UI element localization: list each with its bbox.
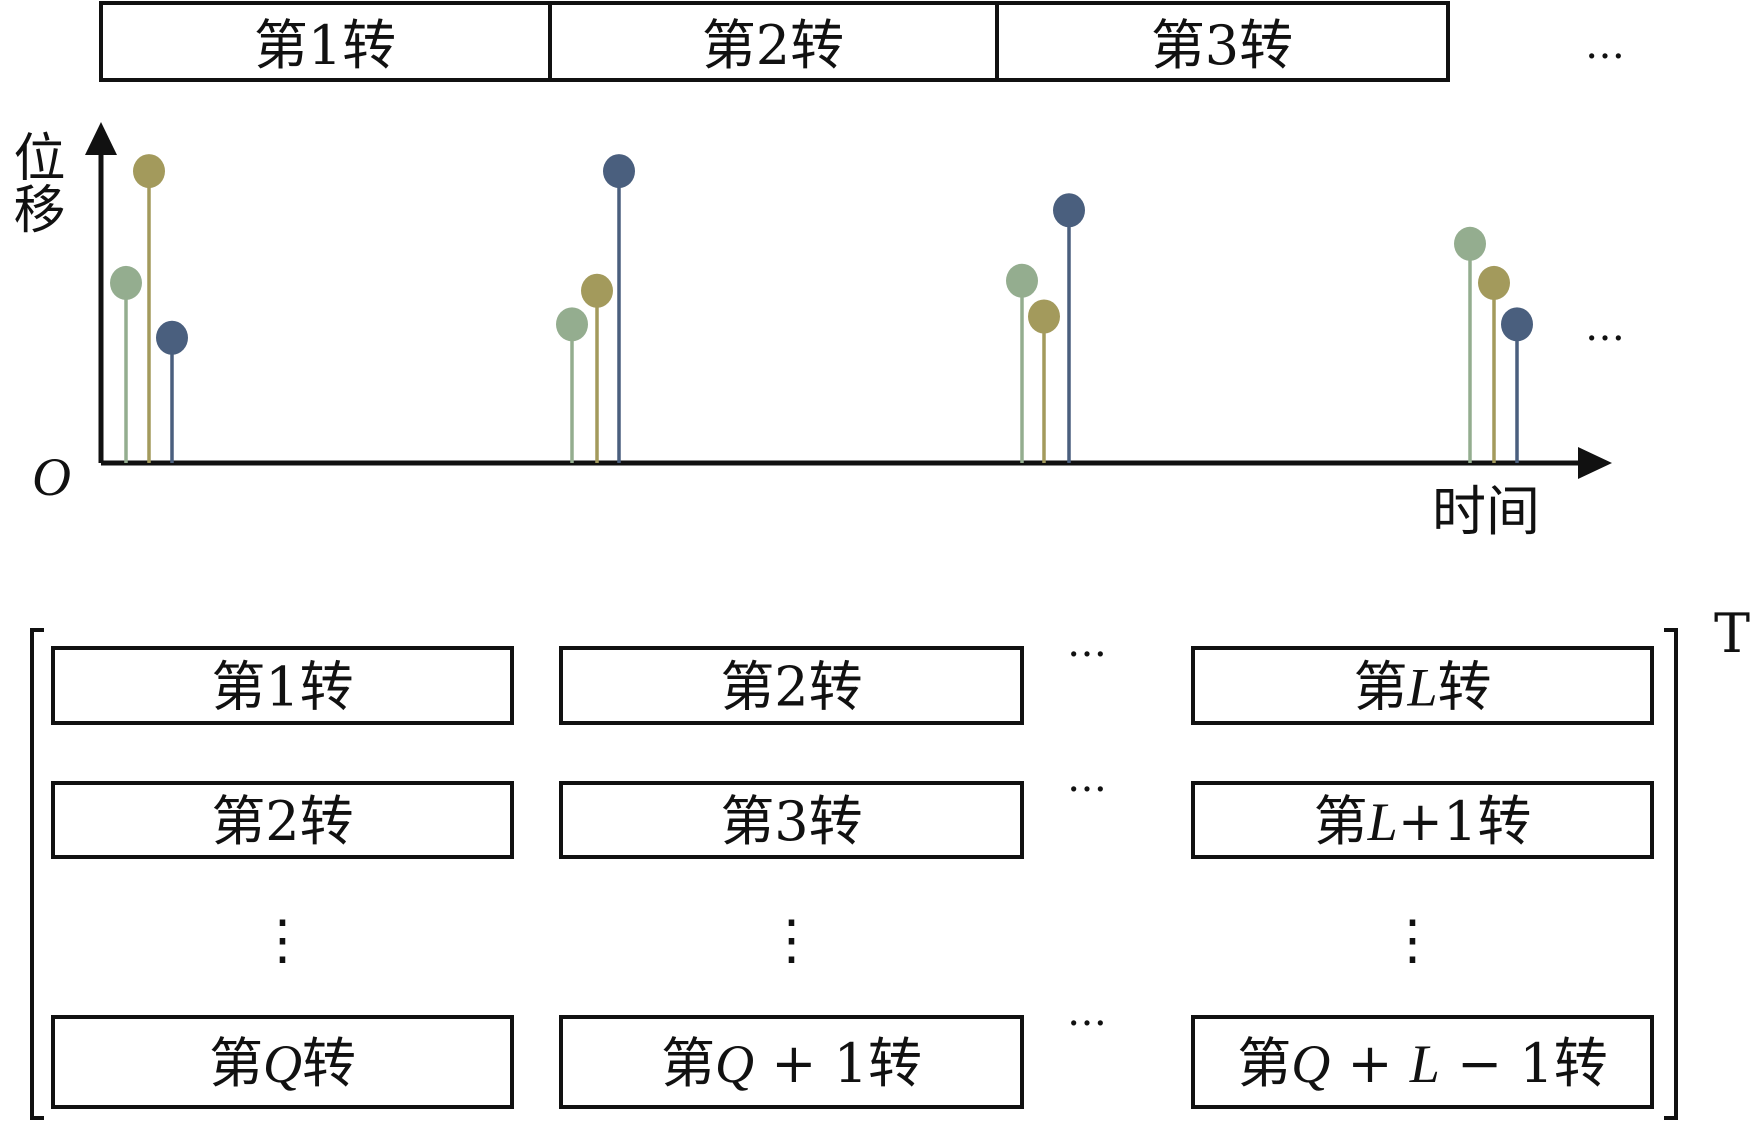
stem-marker	[1454, 226, 1486, 261]
matrix-cell-label: 第L转	[1353, 656, 1491, 719]
top-ellipsis: …	[1585, 22, 1625, 68]
matrix-cell-label: 第2转	[211, 790, 353, 853]
matrix-cell	[51, 646, 514, 725]
column-ellipsis: ⋮	[256, 908, 310, 971]
matrix-cell-label: 第3转	[720, 790, 862, 853]
matrix-cell-label: 第1转	[211, 656, 353, 719]
origin-label: O	[32, 447, 71, 507]
matrix-cell-label: 第Q + L − 1转	[1237, 1032, 1608, 1095]
top-strip-frame	[99, 1, 1450, 82]
matrix-cell	[1191, 646, 1654, 725]
matrix-cell-label: 第2转	[720, 656, 862, 719]
x-axis-label: 时间	[1432, 480, 1540, 543]
matrix-cell	[1191, 1015, 1654, 1109]
matrix-cell	[1191, 781, 1654, 859]
row-ellipsis: …	[1067, 620, 1107, 666]
stems	[110, 154, 1533, 463]
matrix-cell	[51, 1015, 514, 1109]
matrix-cell-label: 第Q + 1转	[661, 1032, 922, 1095]
top-revolution-label: 第2转	[702, 14, 844, 77]
right-bracket	[1664, 628, 1678, 1120]
y-axis-label: 位移	[4, 130, 64, 234]
y-axis-arrow-icon	[85, 122, 117, 155]
left-bracket	[30, 628, 44, 1120]
top-revolution-strip: 第1转 第2转 第3转 …	[99, 1, 1625, 82]
top-revolution-label: 第1转	[254, 14, 396, 77]
chart-ellipsis: …	[1585, 304, 1625, 350]
column-ellipsis: ⋮	[765, 908, 819, 971]
matrix-cell	[51, 781, 514, 859]
matrix-cell	[559, 646, 1024, 725]
stem-chart: 位移 O 时间 …	[4, 122, 1625, 543]
stem-marker	[556, 307, 588, 342]
top-revolution-label: 第3转	[1151, 14, 1293, 77]
matrix-cell-label: 第L+1转	[1314, 790, 1532, 853]
stem-marker	[581, 273, 613, 308]
matrix: T 第1转第2转第L转…第2转第3转第L+1转…第Q转第Q + 1转第Q + L…	[30, 602, 1750, 1120]
matrix-cell-label: 第Q转	[209, 1032, 356, 1095]
matrix-cell	[559, 781, 1024, 859]
stem-marker	[1053, 193, 1085, 228]
stem-marker	[1028, 299, 1060, 334]
stem-marker	[156, 320, 188, 355]
row-ellipsis: …	[1067, 989, 1107, 1035]
row-ellipsis: …	[1067, 755, 1107, 801]
stem-marker	[1501, 307, 1533, 342]
stem-marker	[133, 154, 165, 189]
stem-marker	[1006, 263, 1038, 298]
stem-marker	[110, 265, 142, 300]
column-ellipsis: ⋮	[1386, 908, 1440, 971]
matrix-cell	[559, 1015, 1024, 1109]
x-axis-arrow-icon	[1578, 447, 1612, 479]
stem-marker	[603, 154, 635, 189]
transpose-symbol: T	[1714, 602, 1750, 665]
stem-marker	[1478, 265, 1510, 300]
